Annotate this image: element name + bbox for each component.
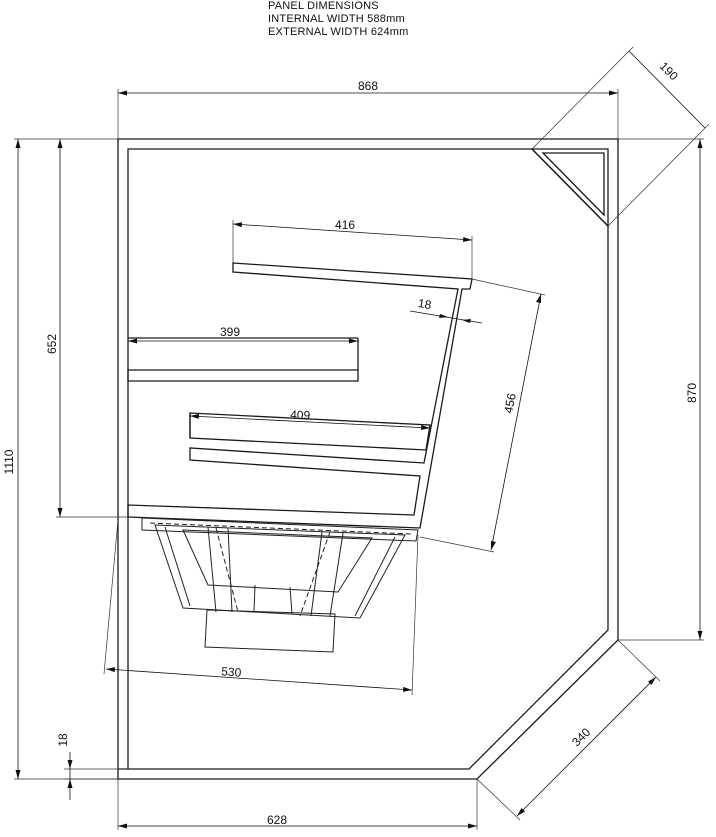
internal-width-note: INTERNAL WIDTH 588mm: [268, 13, 405, 25]
dim-label-409: 409: [290, 407, 311, 422]
dim-label-190: 190: [657, 59, 681, 83]
dim-line-340: [516, 676, 657, 817]
notes-title: PANEL DIMENSIONS: [268, 0, 379, 12]
dim-label-870: 870: [685, 383, 699, 403]
driver-support-4: [329, 532, 344, 617]
corner-chamfer-panel: [530, 148, 609, 228]
dimension-labels: 868 190 1110 652 870 416 18 456 399 409 …: [2, 59, 699, 827]
dim-label-530: 530: [221, 664, 242, 679]
dim-label-1110: 1110: [2, 449, 16, 474]
upper-baffle-panel: [127, 262, 473, 529]
horn-panels: [127, 262, 473, 529]
driver-support-1: [207, 526, 217, 613]
dim-label-456: 456: [501, 392, 519, 415]
dim-label-18-panel: 18: [417, 296, 433, 312]
dim-line-409: [189, 415, 431, 429]
dim-line-416: [232, 223, 473, 241]
dim-label-340: 340: [569, 725, 593, 749]
driver-support-3: [310, 531, 323, 617]
driver-cone-inner-right: [354, 536, 396, 617]
external-width-note: EXTERNAL WIDTH 624mm: [268, 26, 409, 38]
dim-label-628: 628: [267, 813, 287, 827]
driver-support-2: [227, 527, 233, 613]
dimension-lines: [14, 46, 710, 830]
driver-magnet: [204, 609, 336, 653]
driver-pole-left: [253, 584, 256, 613]
driver-basket: [182, 529, 373, 593]
driver-cone: [154, 524, 406, 619]
dim-line-190: [628, 50, 706, 129]
dim-label-399: 399: [220, 325, 240, 339]
dim-line-456: [490, 293, 542, 551]
corner-chamfer-inner: [541, 152, 605, 217]
left-shelf-panel: [127, 369, 359, 382]
driver-hidden-1: [215, 527, 239, 613]
driver-baffle-plate: [141, 517, 419, 542]
driver-cone-inner-left: [164, 526, 191, 607]
dim-label-416: 416: [335, 218, 355, 232]
driver-hidden-2: [299, 531, 331, 617]
dim-label-18-bottom: 18: [56, 733, 70, 747]
driver-pole-right: [289, 586, 293, 615]
panel-dimension-notes: PANEL DIMENSIONS INTERNAL WIDTH 588mm EX…: [268, 0, 409, 39]
outer-wall: [117, 138, 619, 780]
dim-label-652: 652: [45, 334, 59, 354]
dim-line-530: [105, 668, 413, 691]
baffle-hidden-line: [149, 522, 413, 535]
dim-label-868: 868: [358, 79, 378, 93]
driver: [141, 517, 419, 653]
